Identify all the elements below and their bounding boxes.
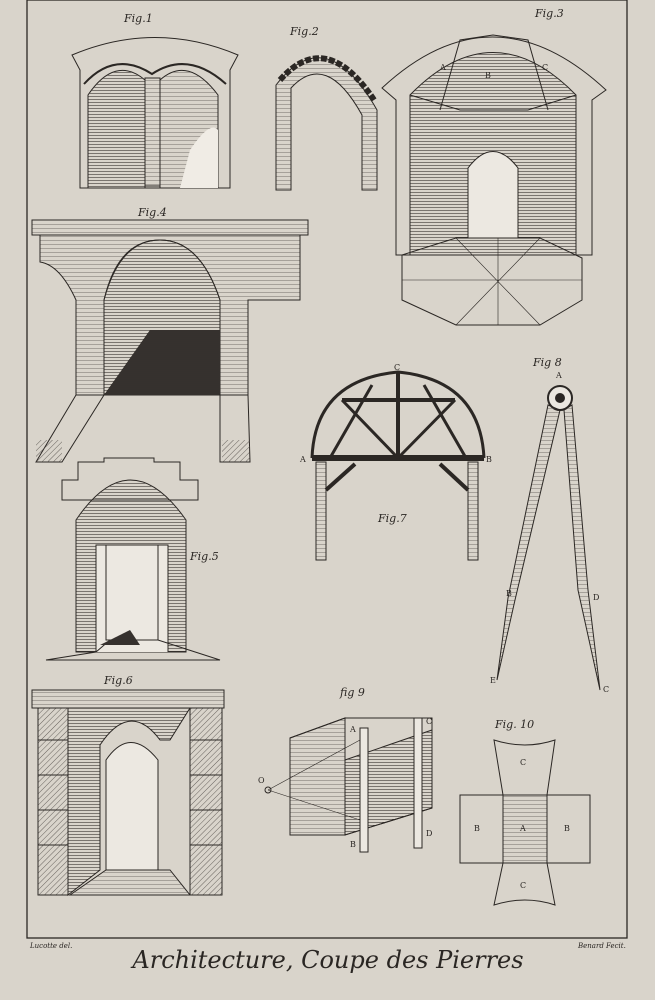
fig10-label-b-left: B [474, 824, 480, 833]
plate-border [26, 0, 628, 939]
fig10-label-c-bottom: C [520, 881, 526, 890]
figure-5-doorway [45, 457, 221, 661]
fig10-label-a: A [519, 824, 526, 833]
fig8-caption: Fig 8 [532, 356, 562, 369]
fig7-label-b: B [486, 455, 492, 464]
fig9-label-d: D [426, 829, 432, 838]
fig8-label-b: B [506, 589, 512, 598]
fig9-label-b: B [350, 840, 356, 849]
fig8-label-c: C [603, 685, 609, 694]
fig2-caption: Fig.2 [289, 25, 319, 38]
fig9-label-c: C [426, 717, 432, 726]
figure-6-doorway [31, 689, 225, 897]
fig8-label-e: E [490, 676, 496, 685]
fig7-label-c: C [394, 363, 400, 372]
credit-right: Benard Fecit. [577, 942, 626, 950]
fig8-label-a: A [555, 371, 562, 380]
credit-left: Lucotte del. [29, 942, 72, 950]
fig9-label-a: A [349, 725, 356, 734]
fig7-label-a: A [299, 455, 306, 464]
fig4-caption: Fig.4 [137, 206, 167, 219]
fig6-caption: Fig.6 [103, 674, 133, 687]
fig7-caption: Fig.7 [377, 512, 407, 525]
fig10-caption: Fig. 10 [494, 718, 534, 731]
figure-3-niche [381, 34, 607, 326]
fig3-caption: Fig.3 [534, 7, 564, 20]
figure-9-block [264, 717, 433, 853]
fig3-label-b: B [485, 71, 491, 80]
figure-1-double-vault [71, 37, 239, 189]
fig3-label-c: C [542, 63, 548, 72]
figure-2-arch [275, 55, 378, 191]
fig9-caption: fig 9 [339, 686, 365, 699]
fig10-label-c-top: C [520, 758, 526, 767]
figure-7-centering-frame [310, 370, 486, 561]
fig8-label-d: D [593, 593, 599, 602]
fig5-caption: Fig.5 [189, 550, 219, 563]
fig1-caption: Fig.1 [123, 12, 153, 25]
fig3-label-a: A [439, 63, 446, 72]
plate-title: Architecture, Coupe des Pierres [130, 946, 523, 974]
fig9-label-o: O [258, 776, 265, 785]
figure-4-vault [31, 219, 309, 463]
figure-10-voussoir-development [459, 739, 591, 906]
figure-8-compass [496, 385, 601, 691]
fig10-label-b-right: B [564, 824, 570, 833]
